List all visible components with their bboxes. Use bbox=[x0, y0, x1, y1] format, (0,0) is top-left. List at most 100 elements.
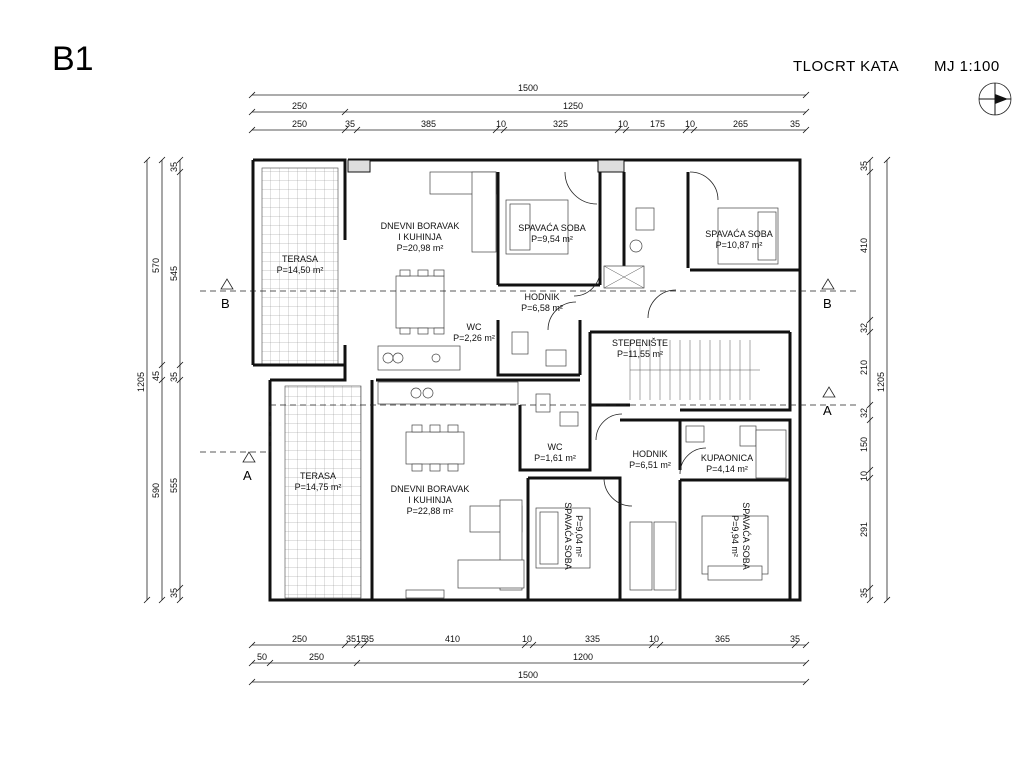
room-bath-area: P=4,14 m² bbox=[706, 464, 748, 474]
dim-tick bbox=[176, 168, 184, 176]
room-bed2-name: SPAVAĆA SOBA bbox=[705, 229, 773, 239]
room-bed2-area: P=10,87 m² bbox=[716, 240, 763, 250]
room-hall-upper-area: P=6,58 m² bbox=[521, 303, 563, 313]
dim-bot-2-0: 50 bbox=[257, 652, 267, 662]
dim-bot-1-7: 10 bbox=[649, 634, 659, 644]
dim-tick bbox=[529, 641, 537, 649]
dim-tick bbox=[866, 401, 874, 409]
dim-top-3-4: 325 bbox=[553, 119, 568, 129]
room-terasa-lower-name: TERASA bbox=[300, 471, 336, 481]
room-bed3-name: SPAVAĆA SOBA bbox=[563, 502, 573, 570]
column-upper-left bbox=[347, 159, 371, 173]
room-living-upper-name2: I KUHINJA bbox=[398, 232, 442, 242]
room-labels: TERASA P=14,50 m² DNEVNI BORAVAK I KUHIN… bbox=[277, 221, 773, 570]
room-bed1-area: P=9,54 m² bbox=[531, 234, 573, 244]
dim-tick bbox=[248, 91, 256, 99]
dim-tick bbox=[158, 361, 166, 369]
dim-tick bbox=[866, 596, 874, 604]
drawing-scale: MJ 1:100 bbox=[934, 58, 1000, 75]
dim-left-detail-2: 35 bbox=[169, 372, 179, 382]
room-living-upper-area: P=20,98 m² bbox=[397, 243, 444, 253]
dim-left-outer: 1205 bbox=[136, 372, 146, 392]
left-dimension-chains: 1205 570 45 590 35 545 35 555 35 bbox=[136, 156, 184, 604]
dim-tick bbox=[802, 641, 810, 649]
room-bed4-area: P=9,94 m² bbox=[730, 515, 740, 557]
room-living-lower-name2: I KUHINJA bbox=[408, 495, 452, 505]
dim-tick bbox=[802, 108, 810, 116]
dim-bot-1-6: 335 bbox=[585, 634, 600, 644]
dim-tick bbox=[176, 361, 184, 369]
dim-bot-2-2: 1200 bbox=[573, 652, 593, 662]
dim-tick bbox=[866, 466, 874, 474]
room-bed1-name: SPAVAĆA SOBA bbox=[518, 223, 586, 233]
dim-tick bbox=[158, 596, 166, 604]
dim-top-3-3: 10 bbox=[496, 119, 506, 129]
dim-right-5: 150 bbox=[859, 437, 869, 452]
dim-tick bbox=[248, 641, 256, 649]
dim-right-6: 10 bbox=[859, 471, 869, 481]
section-a-right-marker: A bbox=[822, 386, 836, 418]
dim-top-3-8: 265 bbox=[733, 119, 748, 129]
dim-left-detail-0: 35 bbox=[169, 162, 179, 172]
room-bed3-area: P=9,04 m² bbox=[574, 515, 584, 557]
dim-tick bbox=[656, 641, 664, 649]
dim-bot-1-9: 35 bbox=[790, 634, 800, 644]
terrace-lower-paving bbox=[284, 385, 362, 599]
dim-bot-1-8: 365 bbox=[715, 634, 730, 644]
dim-right-1: 410 bbox=[859, 238, 869, 253]
dim-right-4: 32 bbox=[859, 408, 869, 418]
dim-tick bbox=[802, 91, 810, 99]
dim-tick bbox=[883, 596, 891, 604]
terrace-upper-paving bbox=[261, 167, 339, 365]
dim-top-total: 1500 bbox=[518, 83, 538, 93]
dim-tick bbox=[866, 416, 874, 424]
dim-left-detail-1: 545 bbox=[169, 266, 179, 281]
dim-tick bbox=[500, 126, 508, 134]
room-terasa-lower-area: P=14,75 m² bbox=[295, 482, 342, 492]
dim-tick bbox=[648, 641, 656, 649]
dim-top-3-0: 250 bbox=[292, 119, 307, 129]
dim-tick bbox=[176, 376, 184, 384]
dim-top-3-6: 175 bbox=[650, 119, 665, 129]
room-wc-upper-name: WC bbox=[467, 322, 482, 332]
dim-tick bbox=[866, 168, 874, 176]
dim-tick bbox=[248, 108, 256, 116]
dim-tick bbox=[341, 108, 349, 116]
dim-tick bbox=[866, 474, 874, 482]
dim-tick bbox=[143, 156, 151, 164]
dim-tick bbox=[248, 678, 256, 686]
dim-bot-1-2: 15 bbox=[356, 634, 366, 644]
dim-left-detail-4: 35 bbox=[169, 588, 179, 598]
dim-top-3-9: 35 bbox=[790, 119, 800, 129]
svg-text:B: B bbox=[221, 296, 230, 311]
right-dimension-chains: 1205 35 410 32 210 32 150 10 291 35 bbox=[859, 156, 891, 604]
dim-tick bbox=[802, 659, 810, 667]
dim-tick bbox=[802, 678, 810, 686]
room-living-lower-name1: DNEVNI BORAVAK bbox=[391, 484, 470, 494]
building-label: B1 bbox=[52, 40, 94, 78]
room-hall-upper-name: HODNIK bbox=[524, 292, 559, 302]
svg-text:A: A bbox=[243, 468, 252, 483]
dim-tick bbox=[176, 596, 184, 604]
column-upper-mid bbox=[597, 159, 625, 173]
room-wc-lower-name: WC bbox=[548, 442, 563, 452]
dim-top-2a: 250 bbox=[292, 101, 307, 111]
dim-bot-1-3: 35 bbox=[364, 634, 374, 644]
dim-tick bbox=[176, 584, 184, 592]
dim-tick bbox=[248, 659, 256, 667]
dim-bot-total: 1500 bbox=[518, 670, 538, 680]
dim-tick bbox=[353, 641, 361, 649]
dim-top-3-7: 10 bbox=[685, 119, 695, 129]
room-stairs-name: STEPENIŠTE bbox=[612, 338, 668, 348]
room-wc-lower-area: P=1,61 m² bbox=[534, 453, 576, 463]
dim-left-inner-0: 570 bbox=[151, 258, 161, 273]
room-bed4-name: SPAVAĆA SOBA bbox=[741, 502, 751, 570]
room-hall-lower-name: HODNIK bbox=[632, 449, 667, 459]
section-a-left-marker: A bbox=[242, 451, 256, 483]
dim-tick bbox=[158, 156, 166, 164]
bottom-dimension-chains: 250 35 15 35 410 10 335 10 365 35 50 250… bbox=[248, 634, 810, 686]
dim-tick bbox=[158, 376, 166, 384]
dim-tick bbox=[341, 641, 349, 649]
dim-top-3-1: 35 bbox=[345, 119, 355, 129]
room-bath-name: KUPAONICA bbox=[701, 453, 753, 463]
